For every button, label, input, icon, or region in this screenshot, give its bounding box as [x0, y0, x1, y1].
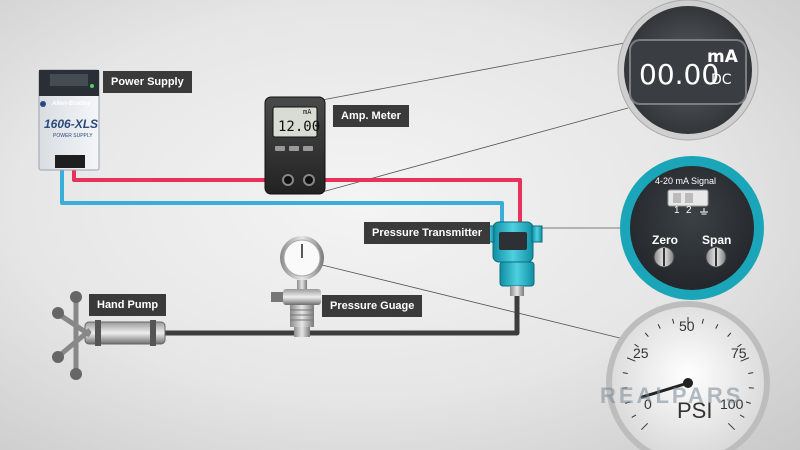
- terminal-2-label: 2: [686, 205, 692, 216]
- amp-meter-label: Amp. Meter: [333, 105, 409, 127]
- gauge-tick-marks: [622, 317, 754, 431]
- gauge-tick-label-0: 0: [644, 396, 652, 412]
- realpars-watermark: REALPARS: [600, 383, 744, 408]
- gauge-needle: [640, 381, 690, 399]
- gauge-pivot: [683, 378, 693, 388]
- zero-adjust-screw[interactable]: [653, 246, 675, 268]
- meter-zoom-reading: 00.00: [639, 58, 720, 91]
- terminal-1-screw: [673, 193, 681, 203]
- power-led: [90, 84, 94, 88]
- pressure-gauge-device: [271, 236, 324, 337]
- ground-icon: [700, 208, 708, 215]
- gauge-tick: [644, 332, 649, 337]
- meter-zoom-unit: mA: [707, 47, 738, 67]
- gauge-tick-label-25: 25: [633, 345, 649, 361]
- gauge-tick: [625, 401, 631, 404]
- gauge-tick: [740, 357, 750, 362]
- red-wire: [72, 168, 291, 182]
- gauge-tick: [715, 323, 719, 329]
- gauge-tick: [640, 422, 649, 431]
- gauge-tick: [622, 372, 628, 374]
- transmitter-zoom-circle: [620, 156, 764, 300]
- power-supply-label: Power Supply: [103, 71, 192, 93]
- gauge-tick: [748, 372, 754, 374]
- gauge-zoom-circle: [606, 301, 770, 450]
- gauge-tick: [657, 323, 661, 329]
- hand-pump-device: [52, 291, 166, 380]
- wiring: [60, 168, 522, 222]
- gauge-unit: PSI: [677, 398, 713, 423]
- gauge-leader: [321, 264, 629, 341]
- gauge-tick: [701, 318, 704, 324]
- amp-meter-unit: mA: [303, 108, 312, 116]
- power-supply-unit: [38, 69, 100, 171]
- ab-logo-icon: [40, 101, 46, 107]
- pressure-transmitter-label: Pressure Transmitter: [364, 222, 491, 244]
- gauge-tick: [737, 343, 742, 348]
- pressure-transmitter-device: [483, 221, 543, 296]
- span-label: Span: [702, 233, 732, 247]
- gauge-tick: [631, 414, 637, 418]
- terminal-2-screw: [685, 193, 693, 203]
- span-adjust-screw[interactable]: [705, 246, 727, 268]
- meter-leader-top: [321, 41, 631, 101]
- amp-meter-device: [264, 96, 326, 195]
- blue-wire: [60, 168, 504, 222]
- gauge-tick: [739, 414, 745, 418]
- zero-label: Zero: [652, 233, 679, 247]
- gauge-tick-label-100: 100: [720, 396, 744, 412]
- meter-zoom-circle: [617, 0, 759, 141]
- meter-button-2[interactable]: [289, 146, 299, 151]
- terminal-block: [55, 155, 85, 168]
- signal-label: 4-20 mA Signal: [655, 176, 717, 186]
- gauge-tick-label-75: 75: [731, 345, 747, 361]
- power-supply-subtitle: POWER SUPPLY: [53, 133, 93, 139]
- terminal-1-label: 1: [674, 205, 680, 216]
- meter-jack-2: [303, 174, 315, 186]
- pressure-pipe: [165, 296, 520, 336]
- meter-zoom-mode: DC: [711, 72, 732, 88]
- gauge-tick: [727, 332, 732, 337]
- gauge-tick: [626, 357, 636, 362]
- amp-meter-reading: 12.00: [278, 119, 321, 135]
- power-supply-brand: Allen-Bradley: [52, 101, 91, 107]
- gauge-tick: [672, 318, 675, 324]
- power-supply-model: 1606-XLS: [44, 117, 99, 131]
- pressure-gauge-label: Pressure Guage: [322, 295, 423, 317]
- gauge-tick: [745, 401, 751, 404]
- gauge-tick: [727, 422, 736, 431]
- hand-pump-label: Hand Pump: [89, 294, 167, 316]
- gauge-tick-label-50: 50: [679, 318, 695, 334]
- red-wire-2: [309, 178, 522, 222]
- meter-jack-1: [282, 174, 294, 186]
- gauge-tick: [634, 343, 639, 348]
- meter-button-1[interactable]: [275, 146, 285, 151]
- meter-button-3[interactable]: [303, 146, 313, 151]
